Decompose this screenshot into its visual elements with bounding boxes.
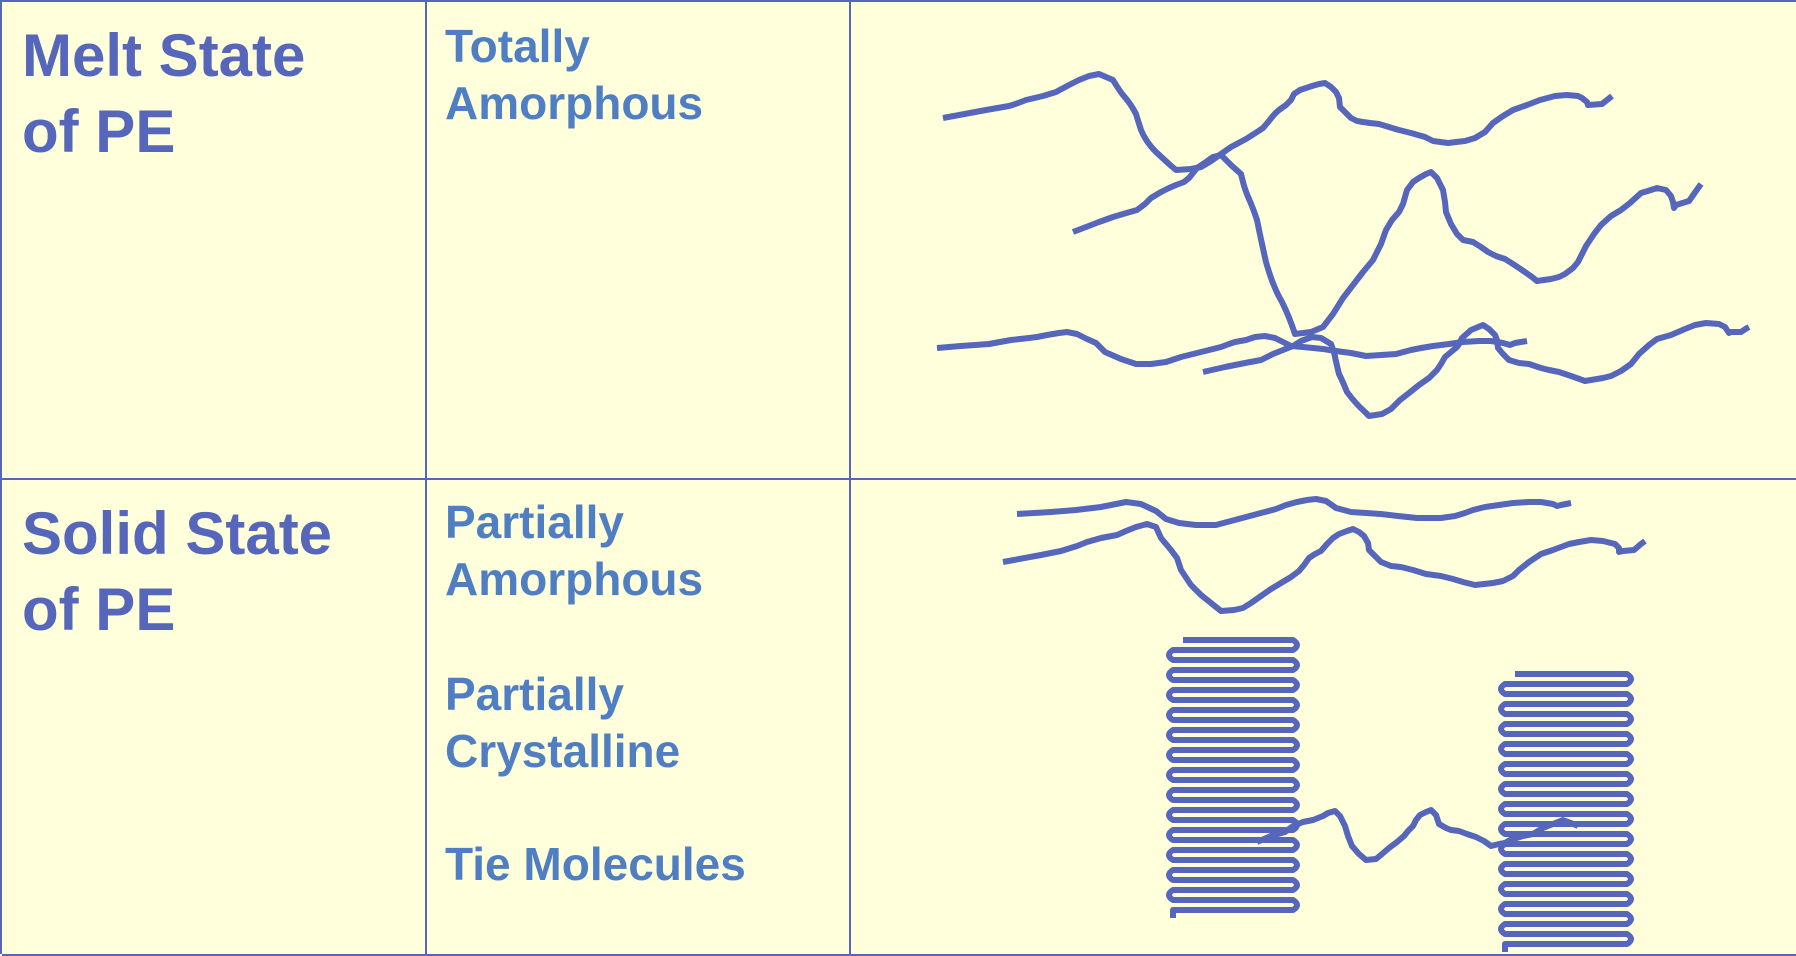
amorphous-chain-3 bbox=[937, 332, 1527, 364]
solid-state-description-cell: Partially Amorphous Partially Crystallin… bbox=[427, 480, 851, 956]
semicrystalline-diagram bbox=[851, 480, 1796, 956]
amorphous-chains-diagram bbox=[851, 2, 1796, 478]
melt-state-title: Melt State of PE bbox=[22, 18, 305, 170]
amorphous-chain-4 bbox=[1203, 323, 1749, 416]
amorphous-chain-2 bbox=[1073, 155, 1701, 334]
amorphous-chain-1 bbox=[943, 74, 1612, 170]
solid-state-title: Solid State of PE bbox=[22, 496, 332, 648]
solid-state-title-cell: Solid State of PE bbox=[2, 480, 427, 956]
amorphous-chain-top bbox=[1017, 499, 1571, 525]
melt-state-diagram-cell bbox=[851, 2, 1796, 480]
crystalline-lamella-right bbox=[1501, 674, 1631, 952]
amorphous-chain-middle bbox=[1003, 524, 1645, 611]
tie-molecules-label: Tie Molecules bbox=[445, 836, 746, 893]
melt-state-title-cell: Melt State of PE bbox=[2, 2, 427, 480]
totally-amorphous-label: Totally Amorphous bbox=[445, 18, 703, 132]
melt-state-description-cell: Totally Amorphous bbox=[427, 2, 851, 480]
crystalline-lamella-left bbox=[1169, 640, 1297, 918]
partially-crystalline-label: Partially Crystalline bbox=[445, 666, 680, 780]
partially-amorphous-label: Partially Amorphous bbox=[445, 494, 703, 608]
solid-state-diagram-cell bbox=[851, 480, 1796, 956]
